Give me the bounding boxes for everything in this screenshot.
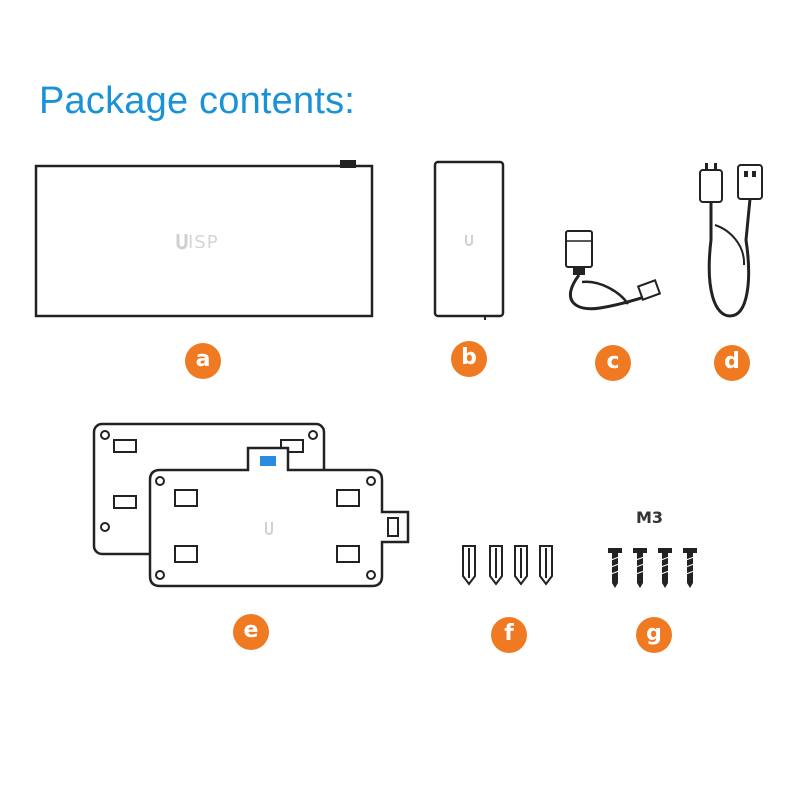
mounting-bracket-icon xyxy=(92,422,410,588)
item-badge-d: d xyxy=(714,345,750,381)
screw-icon xyxy=(608,548,697,588)
dc-cable-icon xyxy=(565,230,662,311)
item-badge-f: f xyxy=(491,617,527,653)
wall-anchor-icon xyxy=(462,545,553,586)
power-adapter-icon xyxy=(433,160,505,320)
item-badge-a: a xyxy=(185,343,221,379)
item-badge-e: e xyxy=(233,614,269,650)
router-device-icon xyxy=(34,160,374,318)
item-badge-g: g xyxy=(636,617,672,653)
power-cord-icon xyxy=(699,163,763,318)
page-title: Package contents: xyxy=(39,80,356,122)
item-badge-b: b xyxy=(451,341,487,377)
screw-size-label: M3 xyxy=(636,508,664,527)
item-badge-c: c xyxy=(595,345,631,381)
device-logo-text: ISP xyxy=(188,232,219,253)
